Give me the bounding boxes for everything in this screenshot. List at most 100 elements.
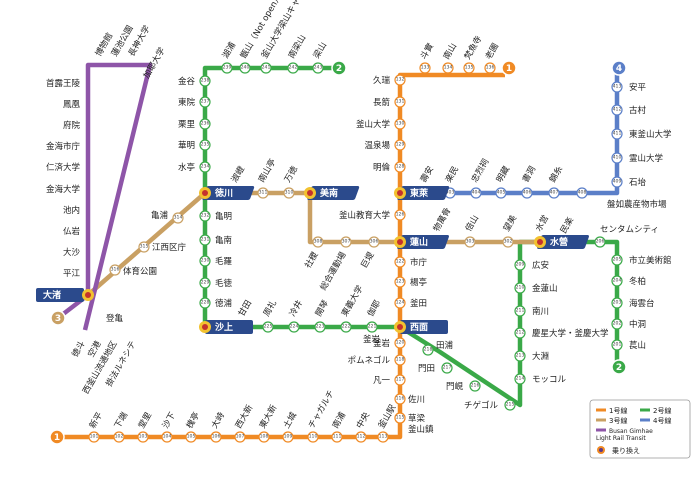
station-b10[interactable]: 金海大学 (46, 184, 81, 195)
station-b5[interactable]: 首露王陵 (46, 78, 81, 89)
transfer-t-daejeo[interactable]: 大渚 (36, 288, 94, 302)
legend-line1: 1号線 (609, 406, 627, 415)
station-marker (283, 187, 295, 199)
station-marker (199, 96, 211, 108)
station-b13[interactable]: 大沙 (63, 247, 81, 258)
station-label: 門田 (418, 364, 435, 374)
station-marker (470, 187, 482, 199)
transfer-t-dongnae[interactable]: 東萊 (394, 186, 450, 200)
terminal-marker (331, 60, 347, 76)
station-label: 南山 (441, 41, 459, 61)
station-code: 412 (613, 107, 622, 113)
station-b8[interactable]: 金海市庁 (46, 141, 81, 152)
station-b7[interactable]: 府院 (63, 120, 81, 131)
station-code: 306 (370, 239, 379, 245)
station-code: 118 (396, 357, 405, 363)
station-b14[interactable]: 平江 (63, 269, 81, 279)
transfer-badge (202, 186, 255, 200)
station-code: 221 (368, 324, 377, 330)
station-b16[interactable]: 徳斗 (70, 339, 88, 360)
station-marker (611, 81, 623, 93)
transfer-t-suyeong[interactable]: 水營 (534, 235, 590, 249)
transfer-t-seomyeon[interactable]: 西面 (394, 320, 448, 334)
station-code: 135 (465, 65, 474, 71)
station-label: 中洞 (629, 319, 646, 330)
transfer-t-yeonsan[interactable]: 蓮山 (394, 235, 450, 249)
station-marker (504, 399, 516, 411)
station-b11[interactable]: 池内 (63, 205, 80, 216)
transfer-t-minam[interactable]: 美南 (304, 186, 360, 200)
station-b12[interactable]: 仏岩 (63, 226, 81, 237)
station-marker (611, 339, 623, 351)
station-marker (469, 380, 481, 392)
station-code: 222 (342, 324, 351, 330)
transfer-label: 徳川 (214, 187, 233, 199)
station-b6[interactable]: 鳳凰 (63, 100, 81, 110)
transfer-t-deokcheon[interactable]: 徳川 (199, 186, 255, 200)
transfer-t-sasang[interactable]: 沙上 (199, 320, 253, 334)
station-marker (464, 236, 476, 248)
station-code: 234 (201, 164, 210, 170)
station-b15[interactable]: 登亀 (106, 313, 124, 324)
station-code: 240 (241, 65, 250, 71)
station-code: 107 (236, 434, 245, 440)
station-b9[interactable]: 仁済大学 (46, 162, 81, 173)
